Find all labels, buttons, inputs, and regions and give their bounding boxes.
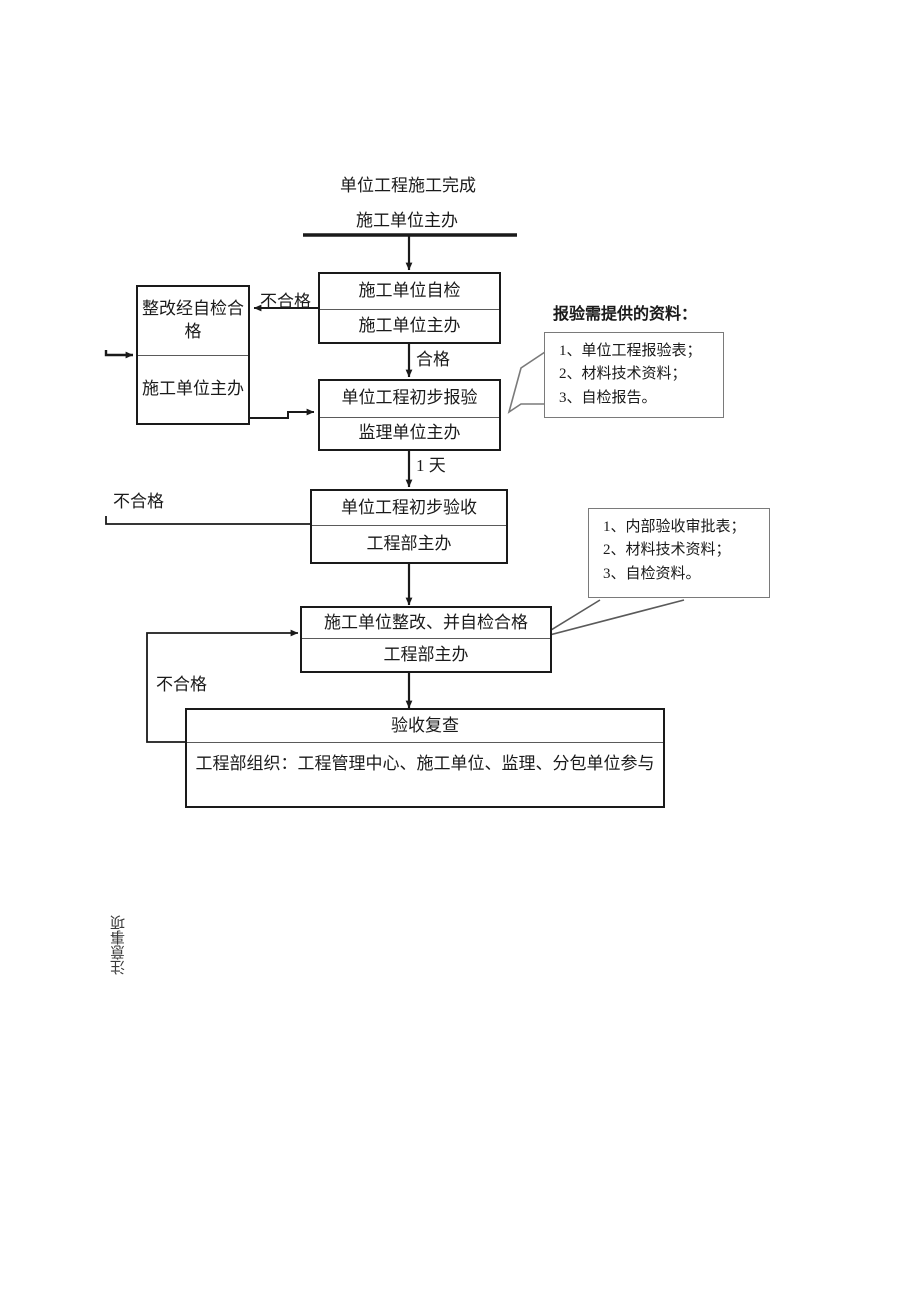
edge-label-one-day: 1 天 (416, 456, 446, 475)
node-preliminary-accept-owner: 工程部主办 (366, 533, 452, 553)
node-recheck[interactable]: 验收复查 工程部组织：工程管理中心、施工单位、监理、分包单位参与 (185, 708, 665, 808)
node-preliminary-report-owner: 监理单位主办 (358, 422, 461, 442)
node-rectify[interactable]: 整改经自检合格 施工单位主办 (136, 285, 250, 425)
footer-note-rotated: 注意事项 (111, 915, 127, 975)
node-rectify-title: 整改经自检合格 (138, 287, 248, 356)
callout-1-box: 1、单位工程报验表； 2、材料技术资料； 3、自检报告。 (544, 332, 724, 418)
node-rectify-owner: 施工单位主办 (142, 379, 244, 399)
node-preliminary-accept-title: 单位工程初步验收 (312, 491, 506, 527)
callout-2-item-3: 3、自检资料。 (603, 565, 701, 582)
callout-2-item-2: 2、材料技术资料； (603, 542, 731, 559)
callout-1-item-1: 1、单位工程报验表； (559, 343, 702, 359)
edge-label-qualified-1: 合格 (416, 350, 450, 369)
callout-1-item-3: 3、自检报告。 (559, 389, 657, 406)
diagram-title-line-2: 施工单位主办 (356, 211, 458, 230)
edge-label-unqualified-1: 不合格 (260, 292, 311, 311)
node-recheck-title: 验收复查 (187, 710, 663, 744)
callout-1-leader (507, 351, 546, 414)
callout-2-box: 1、内部验收审批表； 2、材料技术资料； 3、自检资料。 (588, 508, 770, 598)
callout-2-leader (537, 599, 685, 639)
node-preliminary-report[interactable]: 单位工程初步报验 监理单位主办 (318, 379, 501, 451)
connector-recheck-feedback (146, 629, 299, 743)
callout-1-title: 报验需提供的资料： (553, 306, 698, 323)
node-self-check[interactable]: 施工单位自检 施工单位主办 (318, 272, 501, 344)
node-self-check-owner: 施工单位主办 (358, 315, 461, 335)
node-recheck-participants: 工程部组织：工程管理中心、施工单位、监理、分包单位参与 (195, 754, 655, 774)
callout-2-item-1: 1、内部验收审批表； (603, 519, 746, 535)
node-rectify-qualified-title: 施工单位整改、并自检合格 (302, 608, 550, 640)
connector-rectify-to-report (250, 408, 315, 419)
node-self-check-title: 施工单位自检 (320, 274, 499, 310)
node-rectify-qualified[interactable]: 施工单位整改、并自检合格 工程部主办 (300, 606, 552, 673)
node-preliminary-report-title: 单位工程初步报验 (320, 381, 499, 418)
node-preliminary-accept[interactable]: 单位工程初步验收 工程部主办 (310, 489, 508, 564)
edge-label-unqualified-2: 不合格 (113, 492, 164, 511)
callout-1-item-2: 2、材料技术资料； (559, 366, 687, 383)
diagram-title-line-1: 单位工程施工完成 (340, 176, 476, 195)
edge-label-unqualified-3: 不合格 (156, 675, 207, 694)
connector-accept-unqualified (105, 516, 310, 525)
node-rectify-qualified-owner: 工程部主办 (383, 644, 469, 664)
connector-external-into-rectify (104, 350, 134, 359)
